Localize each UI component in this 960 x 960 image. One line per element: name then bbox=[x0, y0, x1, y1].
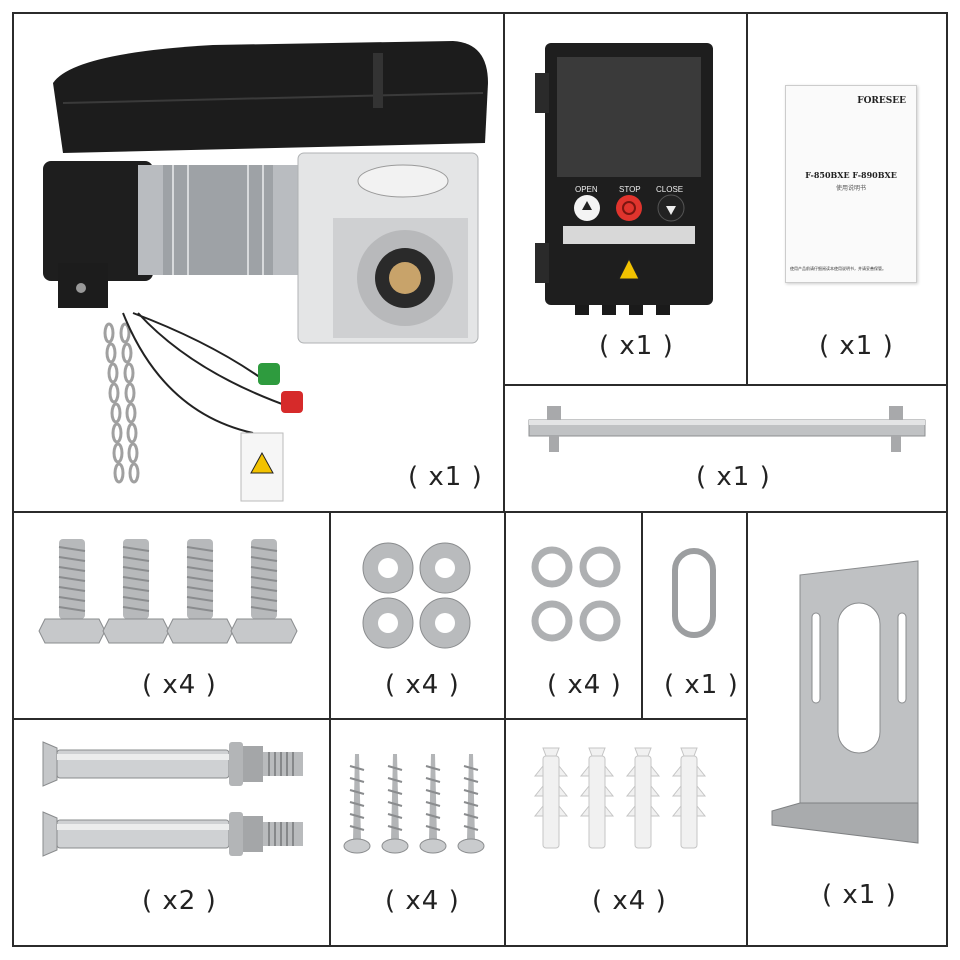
wall-plugs-image bbox=[533, 747, 706, 849]
chain-link-qty: ( x1 ) bbox=[664, 670, 739, 700]
wall-plugs-cell bbox=[506, 720, 746, 945]
shaft-bar-cell bbox=[505, 386, 946, 511]
self-tapping-screws-image bbox=[343, 753, 485, 854]
stop-button-label: STOP bbox=[619, 185, 641, 194]
expansion-bolts-qty: ( x2 ) bbox=[142, 886, 217, 916]
chain-link-image bbox=[672, 548, 716, 638]
motor-qty: ( x1 ) bbox=[408, 462, 483, 492]
expansion-bolts-image bbox=[42, 741, 304, 857]
manual-qty: ( x1 ) bbox=[819, 331, 894, 361]
spring-washers-qty: ( x4 ) bbox=[547, 670, 622, 700]
grid-v-746-bottom bbox=[746, 511, 748, 946]
self-tapping-screws-cell bbox=[331, 720, 504, 945]
motor-cell bbox=[13, 13, 503, 511]
control-box-image bbox=[535, 43, 713, 315]
grid-border-top bbox=[12, 12, 948, 14]
open-button-label: OPEN bbox=[575, 185, 598, 194]
grid-v-641 bbox=[641, 511, 643, 719]
grid-v-504-bottom bbox=[504, 511, 506, 946]
mounting-bracket-qty: ( x1 ) bbox=[822, 880, 897, 910]
grid-h-384 bbox=[503, 384, 947, 386]
hex-bolts-qty: ( x4 ) bbox=[142, 670, 217, 700]
grid-border-left bbox=[12, 12, 14, 946]
grid-border-right bbox=[946, 12, 948, 946]
grid-v-503 bbox=[503, 12, 505, 512]
manual-cell: FORESEE F-850BXE F-890BXE 使用说明书 使用产品前请仔细… bbox=[747, 13, 946, 384]
close-button-label: CLOSE bbox=[656, 185, 684, 194]
expansion-bolts-cell bbox=[13, 720, 329, 945]
control-box-qty: ( x1 ) bbox=[599, 331, 674, 361]
flat-washers-qty: ( x4 ) bbox=[385, 670, 460, 700]
motor-image bbox=[43, 41, 488, 502]
hex-bolts-cell bbox=[13, 513, 329, 718]
shaft-bar-image bbox=[528, 406, 926, 452]
manual-image: FORESEE F-850BXE F-890BXE 使用说明书 使用产品前请仔细… bbox=[785, 85, 917, 283]
wall-plugs-qty: ( x4 ) bbox=[592, 886, 667, 916]
grid-h-512 bbox=[12, 511, 948, 513]
manual-subtitle: 使用说明书 bbox=[835, 186, 866, 192]
self-tapping-screws-qty: ( x4 ) bbox=[385, 886, 460, 916]
shaft-bar-qty: ( x1 ) bbox=[696, 462, 771, 492]
flat-washers-cell bbox=[331, 513, 504, 718]
chain-link-cell bbox=[643, 513, 746, 718]
manual-brand: FORESEE bbox=[857, 96, 906, 106]
spring-washers-image bbox=[531, 546, 621, 642]
mounting-bracket-image bbox=[771, 560, 919, 844]
grid-h-718 bbox=[12, 718, 747, 720]
grid-border-bottom bbox=[12, 945, 948, 947]
spring-washers-cell bbox=[506, 513, 641, 718]
control-box-cell: OPEN STOP CLOSE bbox=[505, 13, 746, 384]
flat-washers-image bbox=[362, 542, 471, 649]
hex-bolts-image bbox=[38, 538, 298, 644]
grid-v-746-top bbox=[746, 12, 748, 384]
grid-v-329 bbox=[329, 511, 331, 946]
manual-footer: 使用产品前请仔细阅读本使用说明书，并请妥善保管。 bbox=[790, 266, 886, 271]
mounting-bracket-cell bbox=[748, 513, 946, 945]
manual-model: F-850BXE F-890BXE bbox=[805, 170, 897, 180]
